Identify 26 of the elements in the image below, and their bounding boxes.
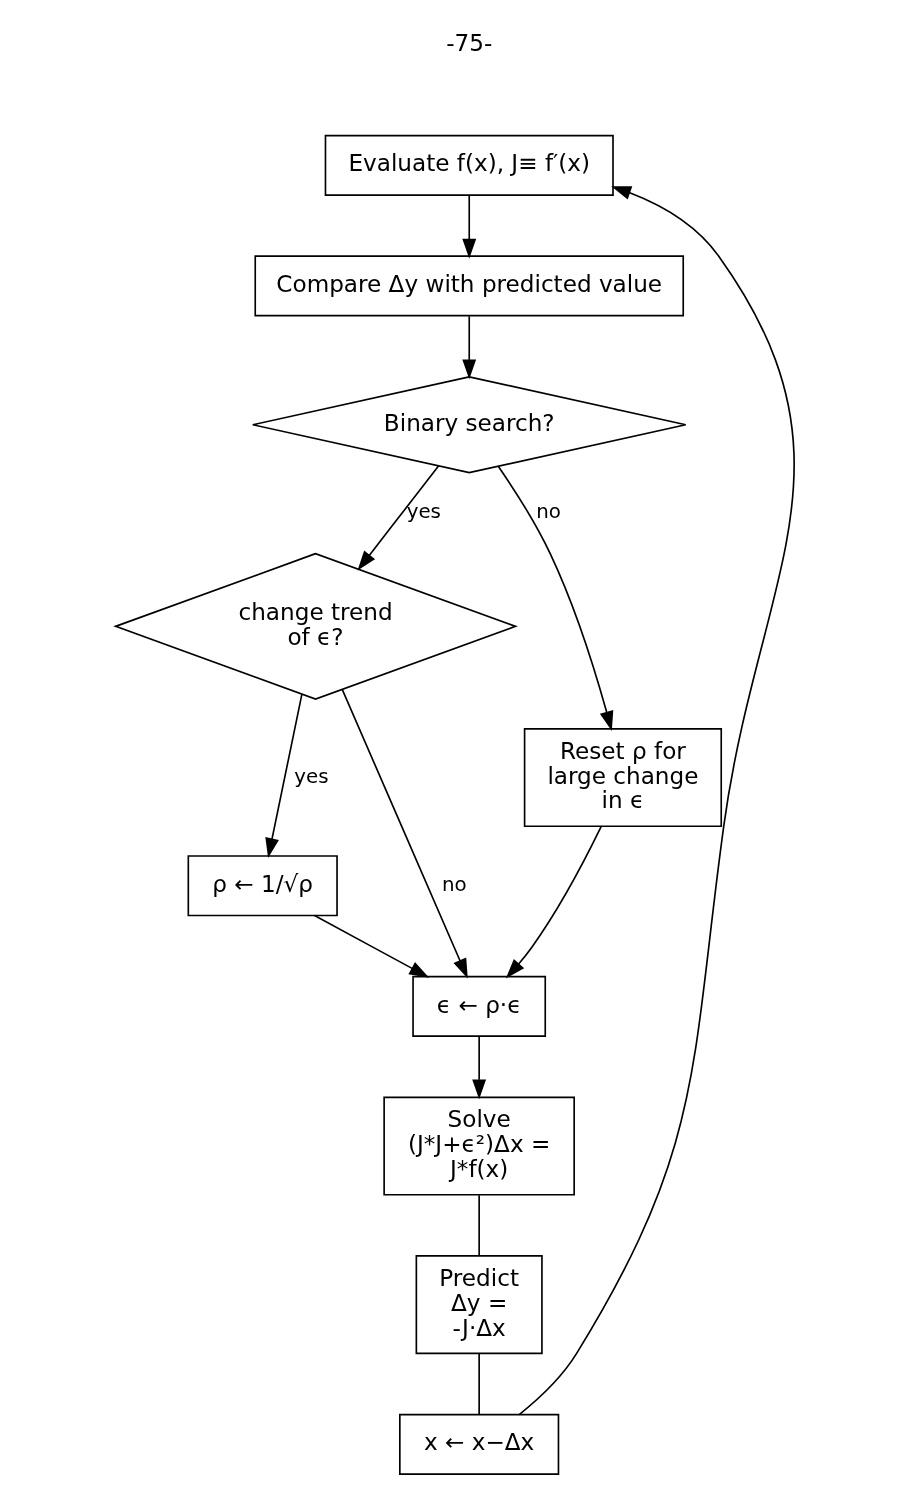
node-box: x ← x−Δx	[398, 1413, 559, 1475]
edge-label: no	[441, 872, 467, 896]
arrow	[505, 825, 602, 979]
edge-label: no	[535, 500, 561, 524]
arrow	[313, 914, 429, 978]
arrow	[461, 315, 476, 380]
label: -75-	[445, 29, 492, 56]
edge-label: yes	[406, 500, 441, 524]
arrow	[357, 465, 439, 571]
arrow	[517, 186, 795, 1416]
edge-label: yes	[293, 764, 329, 788]
node-diamond: Binary search?	[251, 376, 687, 474]
node-box: Reset ρ for large change in ϵ	[523, 727, 722, 828]
node-box: Compare Δy with predicted value	[253, 255, 684, 317]
arrow	[471, 1035, 486, 1100]
node-box: Predict Δy = -J·Δx	[415, 1255, 543, 1355]
arrow	[264, 693, 303, 858]
connector	[477, 1353, 480, 1415]
node-box: Evaluate f(x), J≡ f′(x)	[324, 134, 614, 196]
arrow	[340, 688, 468, 979]
connector	[477, 1194, 480, 1257]
arrow	[461, 194, 476, 259]
node-box: ϵ ← ρ·ϵ	[411, 975, 546, 1037]
node-box: Solve (J*J+ϵ²)Δx = J*f(x)	[382, 1096, 575, 1196]
node-box: ρ ← 1/√ρ	[187, 855, 338, 917]
arrow	[497, 465, 613, 732]
